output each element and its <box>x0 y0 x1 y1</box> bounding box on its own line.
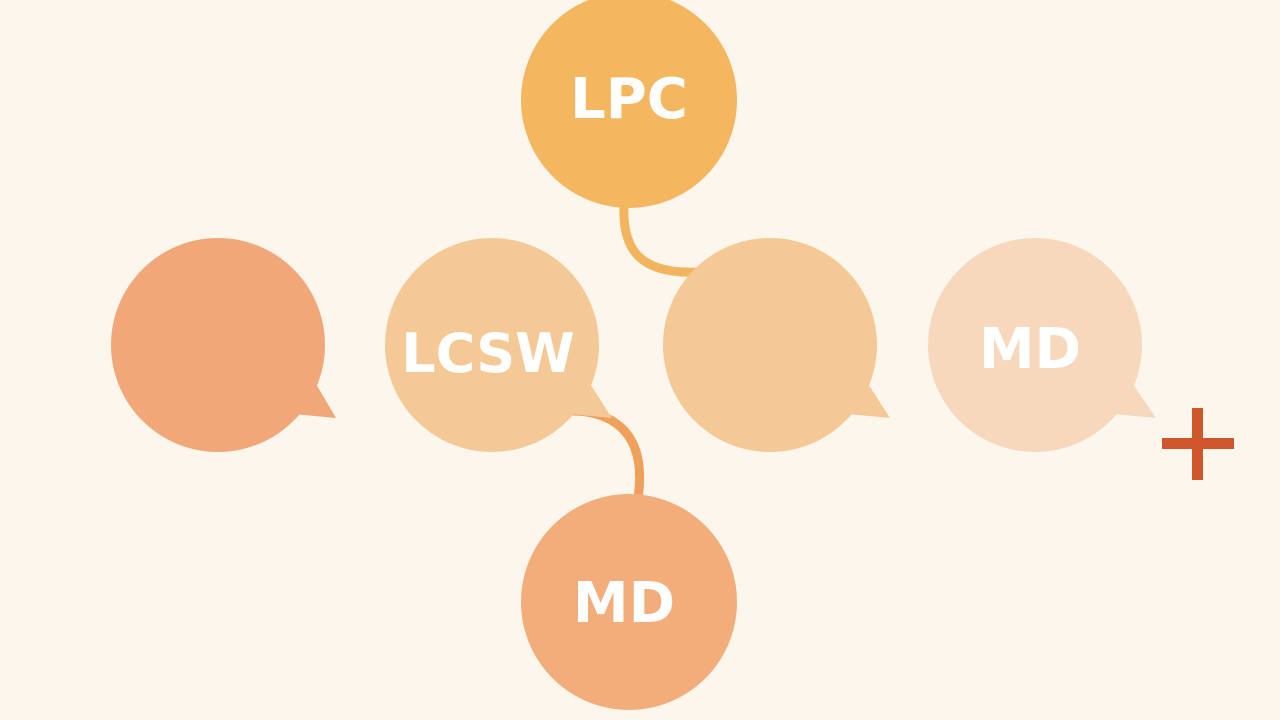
lpc-node: LPC <box>521 0 737 208</box>
md-right-node: MD <box>928 238 1156 452</box>
lpc-label: LPC <box>570 67 688 132</box>
center-bubble-node <box>663 238 890 452</box>
md-bottom-node: MD <box>521 494 737 710</box>
plus-icon <box>1162 408 1234 480</box>
md-bottom-label: MD <box>573 571 675 636</box>
lcsw-label: LCSW <box>401 322 575 385</box>
connector-lpc-center <box>619 200 705 277</box>
left-bubble-node <box>111 238 336 452</box>
md-right-label: MD <box>979 317 1081 382</box>
lcsw-node: LCSW <box>385 238 612 452</box>
connector-lcsw-md <box>547 406 644 503</box>
